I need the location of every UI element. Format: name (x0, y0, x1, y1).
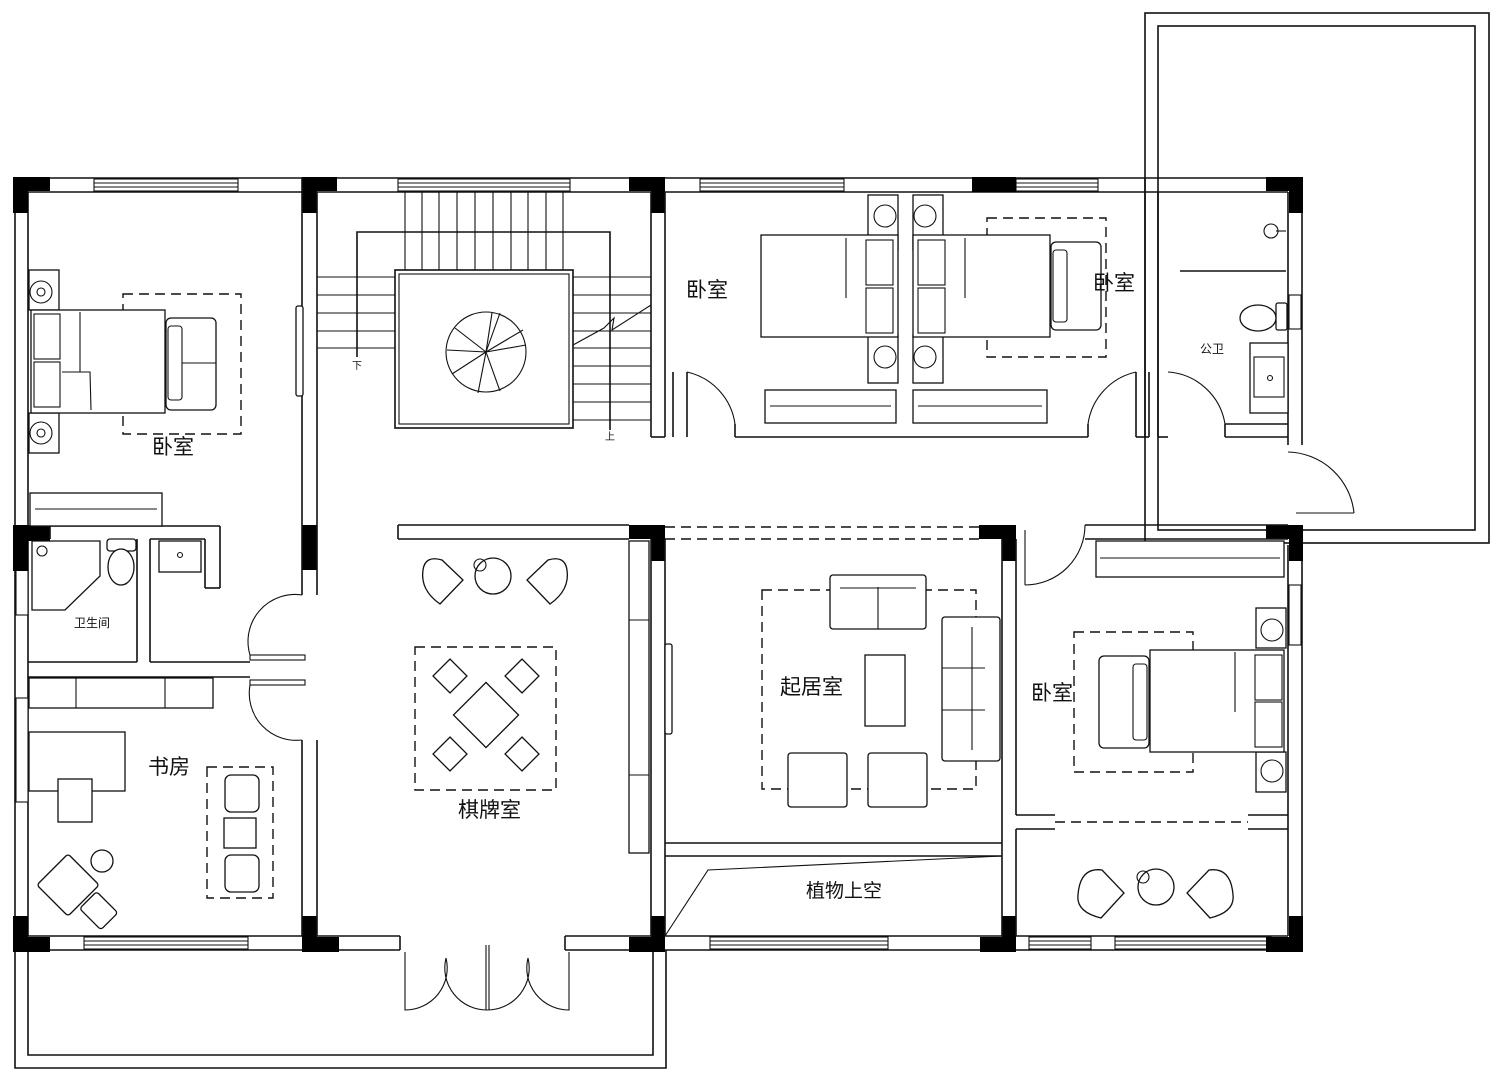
terrace-south (14, 950, 667, 1069)
room-label-public-wc: 公卫 (1200, 342, 1225, 356)
bed-n2 (912, 194, 1107, 424)
exterior-walls (14, 177, 1303, 951)
tv-living (664, 643, 673, 735)
lounge-chairs-se (1077, 868, 1234, 919)
stair-up-label: 上 (605, 432, 615, 443)
wardrobe-nw (29, 492, 163, 527)
room-label-study: 书房 (148, 755, 190, 779)
windows (15, 178, 1302, 950)
chess-room-furniture (414, 557, 569, 791)
study-furniture (28, 677, 274, 930)
stairwell (317, 192, 652, 430)
interior-walls (28, 178, 1288, 937)
room-label-bedroom-n2: 卧室 (1093, 271, 1135, 295)
structural-columns (13, 177, 1303, 952)
room-label-bedroom-nw: 卧室 (152, 435, 194, 459)
bathroom-fixtures (31, 538, 202, 611)
room-label-plant-void: 植物上空 (806, 880, 883, 902)
living-room-furniture (761, 574, 1001, 808)
doors (247, 371, 1355, 1011)
bed-nw (28, 269, 242, 454)
terrace-northeast (1144, 12, 1490, 544)
bed-n1 (760, 194, 899, 424)
room-label-chess-room: 棋牌室 (458, 798, 521, 822)
public-wc-fixtures (1180, 223, 1289, 414)
room-label-bathroom: 卫生间 (74, 616, 111, 630)
tv-nw (295, 305, 304, 397)
stair-down-label: 下 (352, 361, 362, 372)
bed-se (1073, 540, 1287, 793)
room-label-bedroom-se: 卧室 (1031, 681, 1073, 705)
room-label-bedroom-n1: 卧室 (686, 278, 728, 302)
room-label-living-room: 起居室 (780, 675, 843, 699)
